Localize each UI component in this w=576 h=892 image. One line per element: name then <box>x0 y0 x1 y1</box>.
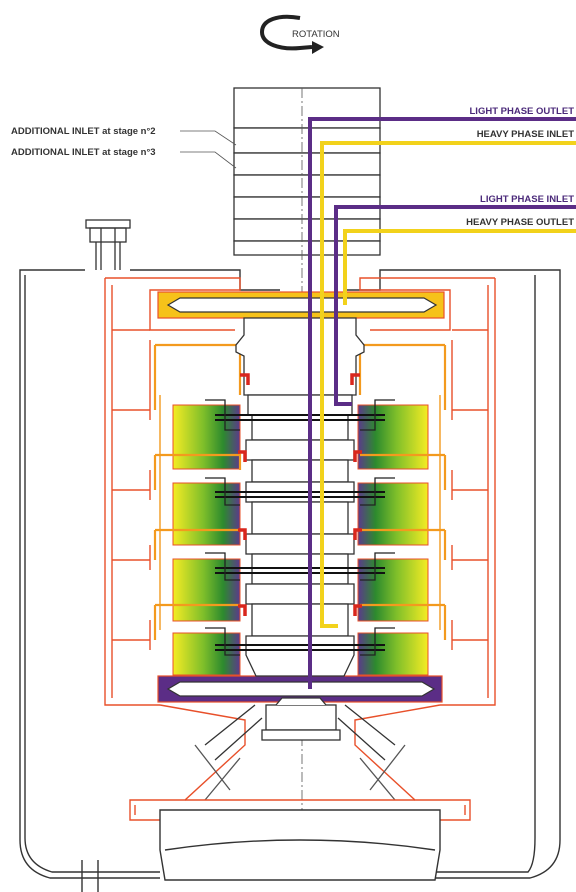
rotation-label: ROTATION <box>292 29 340 40</box>
heavy-phase-inlet-line <box>320 141 576 628</box>
additional-inlet-2-label: ADDITIONAL INLET at stage n°2 <box>11 126 156 137</box>
stage-weirs <box>215 414 385 651</box>
additional-inlet-3-label: ADDITIONAL INLET at stage n°3 <box>11 147 156 158</box>
inlet-leaders <box>180 130 237 169</box>
heavy-phase-inlet-label: HEAVY PHASE INLET <box>477 129 575 140</box>
stage-channels <box>205 399 395 656</box>
stage-frames <box>153 343 447 640</box>
heavy-phase-outlet-line <box>343 229 576 305</box>
stage-chambers-left <box>172 404 241 676</box>
rotation-indicator: ROTATION <box>259 14 340 54</box>
vent-pipe <box>85 219 131 270</box>
rotation-arrow-icon <box>259 14 313 51</box>
base-housing <box>81 799 441 892</box>
heavy-phase-outlet-label: HEAVY PHASE OUTLET <box>466 217 574 228</box>
top-disc <box>157 291 445 319</box>
light-phase-outlet-label: LIGHT PHASE OUTLET <box>470 106 575 117</box>
light-phase-inlet-label: LIGHT PHASE INLET <box>480 194 574 205</box>
red-baffles <box>238 373 362 616</box>
light-phase-lines <box>308 117 576 689</box>
bottom-drive <box>194 697 406 801</box>
light-phase-inlet-line <box>334 205 576 406</box>
rotation-arrowhead-icon <box>312 41 324 54</box>
labels: ADDITIONAL INLET at stage n°2 ADDITIONAL… <box>11 106 574 228</box>
heavy-phase-lines <box>320 141 576 628</box>
light-phase-outlet-line <box>308 117 576 689</box>
stage-chambers-right <box>357 404 429 676</box>
